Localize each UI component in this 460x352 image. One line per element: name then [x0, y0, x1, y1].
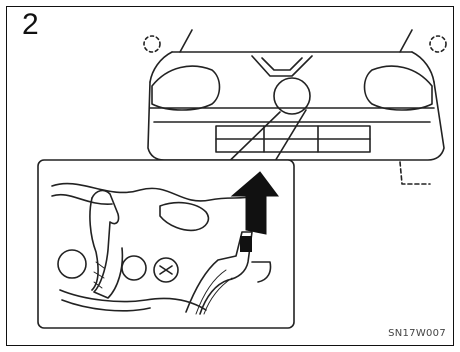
- figure-code: SN17W007: [388, 328, 446, 339]
